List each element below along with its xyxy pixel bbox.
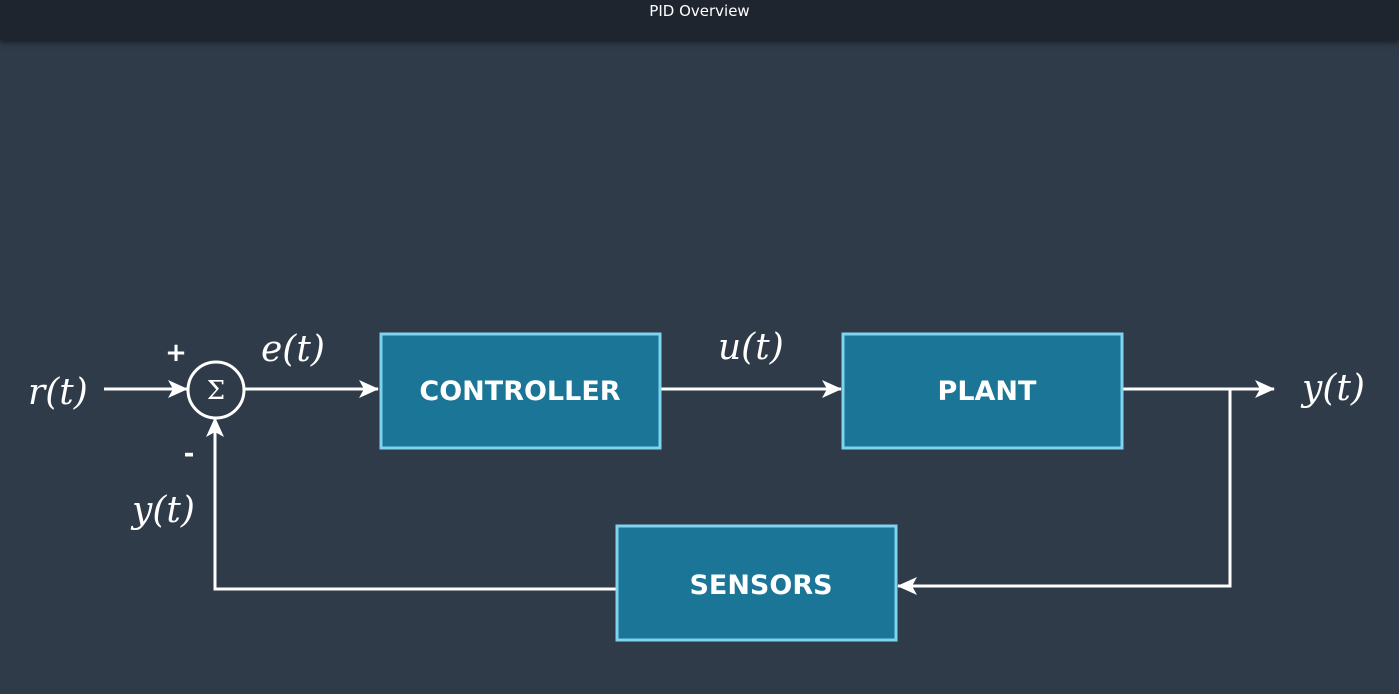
sensors-block: SENSORS [615,524,898,642]
reference-signal-label: r(t) [28,372,88,413]
window-title: PID Overview [649,2,750,20]
output-signal-label: y(t) [1300,368,1365,409]
plus-sign: + [165,338,187,368]
sigma-symbol: Σ [207,376,225,406]
summing-junction: Σ [186,360,246,420]
feedback-signal-label: y(t) [130,490,195,531]
error-signal-label: e(t) [261,329,325,370]
feedback-to-sensors-line [897,389,1232,595]
sensors-label: SENSORS [689,570,832,601]
controller-label: CONTROLLER [419,376,620,407]
control-signal-label: u(t) [718,327,784,368]
feedback-to-junction-line [206,417,617,591]
plant-label: PLANT [938,376,1037,407]
controller-block: CONTROLLER [379,332,662,450]
minus-sign: - [184,439,195,469]
window-titlebar: PID Overview [0,0,1399,40]
plant-block: PLANT [841,332,1124,450]
